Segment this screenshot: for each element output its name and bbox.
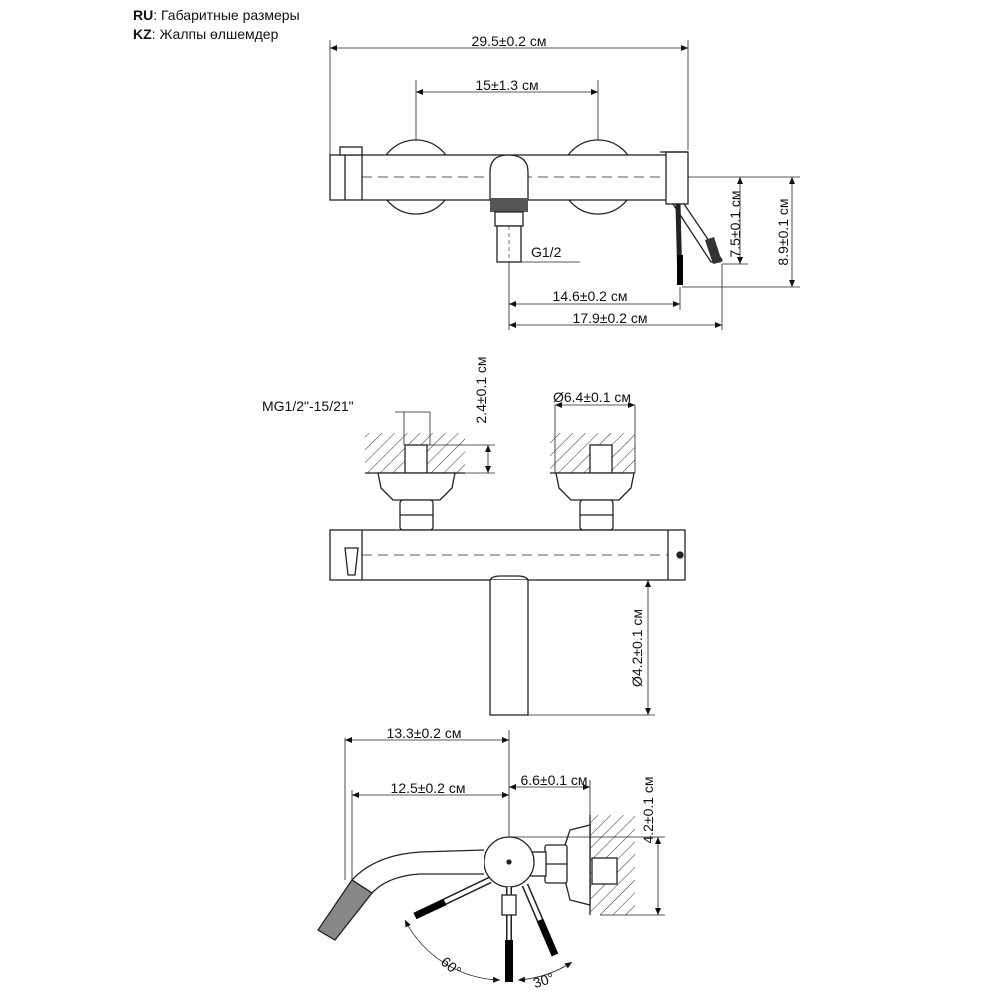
side-view <box>317 730 665 983</box>
flange-diameter-label: Ø6.4±0.1 см <box>553 389 631 405</box>
handle-height-label: 7.5±0.1 см <box>727 190 743 257</box>
angle-right-label: 30° <box>531 969 556 991</box>
thread-label: G1/2 <box>531 244 562 260</box>
spout-reach-inner-label: 12.5±0.2 см <box>391 780 466 796</box>
angle-left-label: 60° <box>438 953 465 979</box>
spout-reach-label: 13.3±0.2 см <box>387 725 462 741</box>
overall-width-label: 29.5±0.2 см <box>472 33 547 49</box>
spout-diameter-label: Ø4.2±0.1 см <box>629 609 645 687</box>
top-view <box>329 40 800 330</box>
total-height-label: 8.9±0.1 см <box>775 198 791 265</box>
eccentric-thread-label: MG1/2"-15/21" <box>262 398 354 414</box>
inlet-spacing-label: 15±1.3 см <box>475 77 538 93</box>
spout-to-handle-end-label: 17.9±0.2 см <box>573 310 648 326</box>
spout-to-handle-label: 14.6±0.2 см <box>553 288 628 304</box>
legend-kz: KZ: Жалпы өлшемдер <box>133 26 279 42</box>
front-view <box>329 402 686 716</box>
wall-height-label: 4.2±0.1 см <box>640 776 656 843</box>
legend: RU: Габаритные размеры KZ: Жалпы өлшемде… <box>133 6 300 44</box>
legend-ru: RU: Габаритные размеры <box>133 7 300 23</box>
eccentric-depth-label: 2.4±0.1 см <box>473 356 489 423</box>
body-to-wall-label: 6.6±0.1 см <box>520 772 587 788</box>
